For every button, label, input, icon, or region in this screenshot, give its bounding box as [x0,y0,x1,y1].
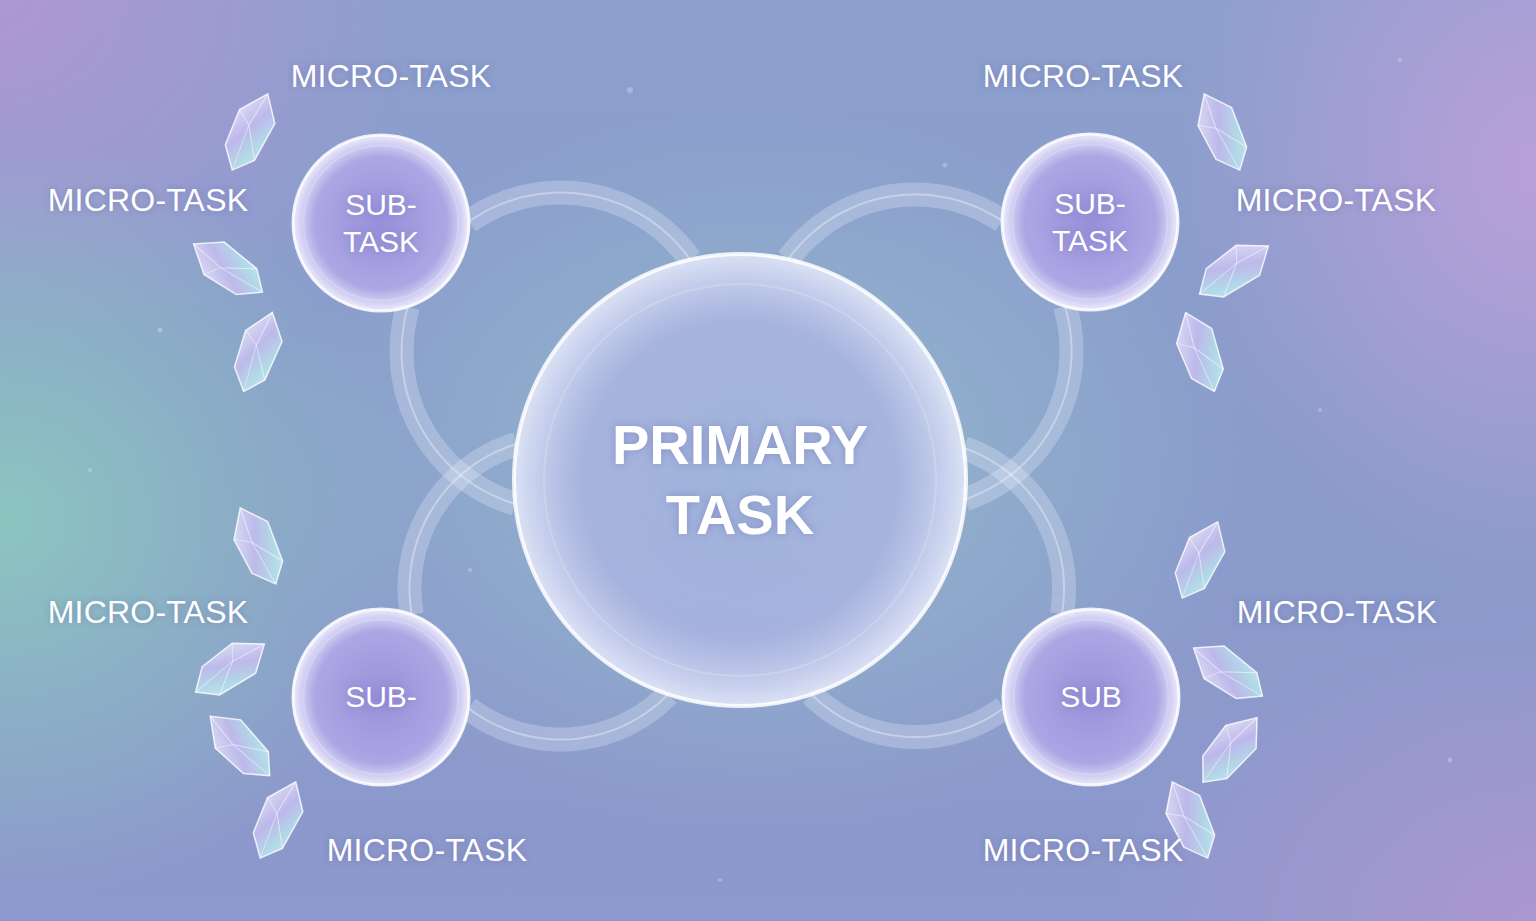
subtask-label: SUB- [345,678,417,716]
crystal [1168,306,1232,398]
primary-label: PRIMARY TASK [575,410,905,550]
circle-outline [512,252,968,708]
crystal [223,500,293,592]
node-text-wrap: SUB- [345,678,417,716]
subtask-label: SUB- TASK [331,186,431,261]
microtask-label: MICRO-TASK [983,832,1184,869]
crystal [1187,86,1257,178]
microtask-label: MICRO-TASK [327,832,528,869]
node-text-wrap: SUB [1060,678,1122,716]
sparkles [88,58,1453,882]
crystal [243,774,313,866]
circle-outline [291,133,471,313]
microtask-label: MICRO-TASK [48,594,249,631]
crystal [183,228,274,307]
node-text-wrap: PRIMARY TASK [575,410,905,550]
node-text-wrap: SUB- TASK [331,186,431,261]
primary-circle: PRIMARY TASK [512,252,968,708]
subtask-label: SUB- TASK [1040,185,1140,260]
circle-outline [1000,132,1180,312]
crystal [1188,706,1271,795]
subtask-circle: SUB- TASK [291,133,471,313]
microtask-label: MICRO-TASK [291,58,492,95]
subtask-circle: SUB- [291,607,471,787]
crystal [226,306,290,398]
node-text-wrap: SUB- TASK [1040,185,1140,260]
crystal [1183,632,1274,711]
microtask-label: MICRO-TASK [1237,594,1438,631]
crystal [215,86,285,178]
microtask-label: MICRO-TASK [48,182,249,219]
microtask-label: MICRO-TASK [1236,182,1437,219]
crystal [1189,230,1280,309]
subtask-circle: SUB [1001,607,1181,787]
subtask-label: SUB [1060,678,1122,716]
microtask-label: MICRO-TASK [983,58,1184,95]
subtask-circle: SUB- TASK [1000,132,1180,312]
crystal [185,628,276,707]
crystal [1165,514,1235,606]
crystal [197,703,283,789]
